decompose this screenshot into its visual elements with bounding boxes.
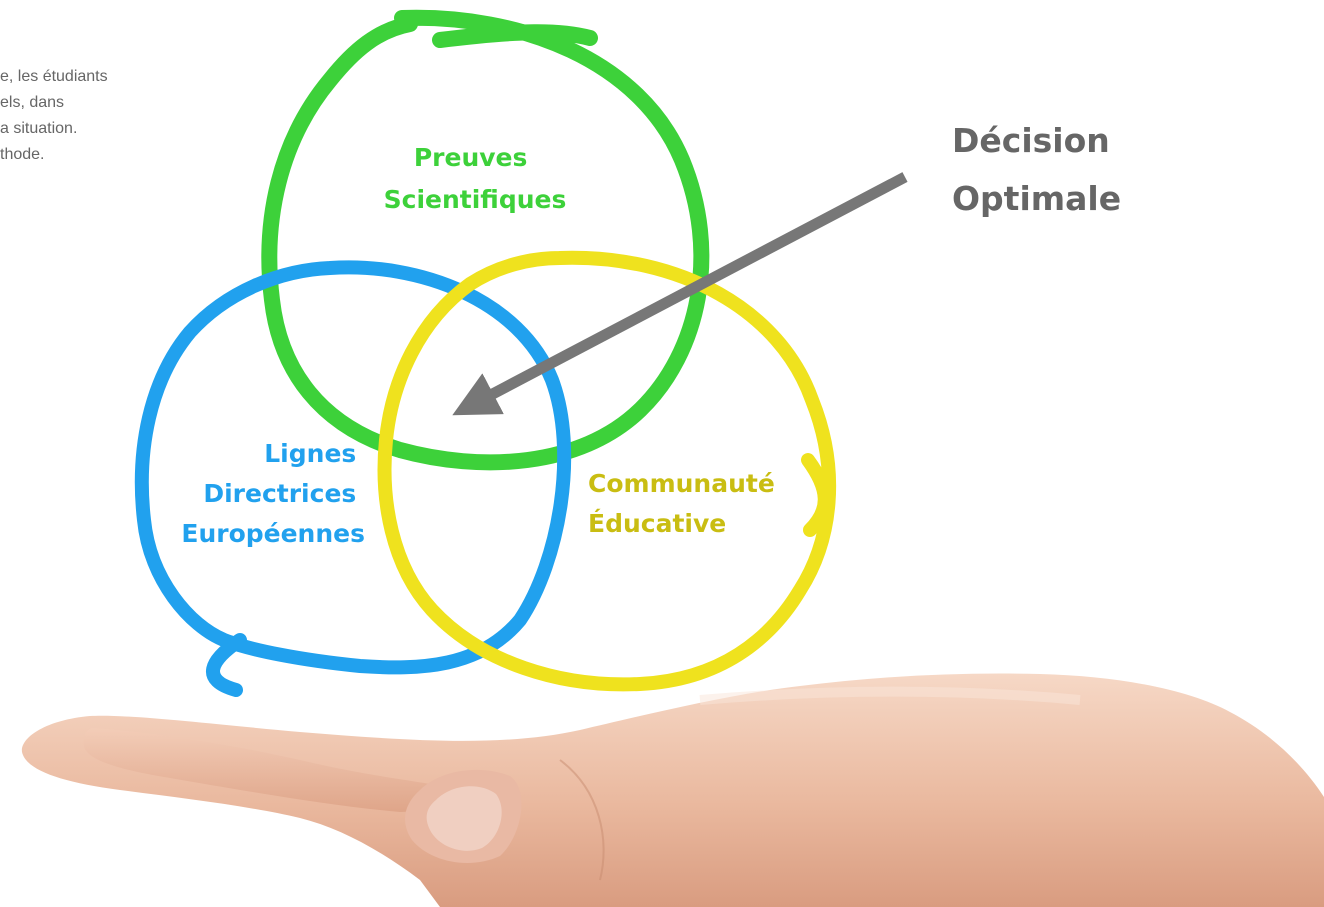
label-lignes: Lignes Directrices Européennes: [181, 439, 365, 548]
label-preuves: Preuves Scientifiques: [384, 143, 567, 214]
palm-crease: [559, 759, 605, 881]
label-decision-line: Optimale: [952, 179, 1121, 218]
finger-shape: [83, 728, 434, 812]
decision-arrow: [452, 172, 908, 416]
circle-lignes: [134, 260, 572, 697]
label-lignes-line: Directrices: [203, 479, 356, 508]
intro-line: a situation.: [0, 120, 78, 137]
hand-highlight: [699, 686, 1081, 705]
label-communaute-line: Éducative: [588, 509, 726, 538]
circle-preuves: [261, 9, 710, 471]
intro-line: thode.: [0, 146, 45, 163]
label-communaute: Communauté Éducative: [588, 469, 784, 538]
intro-line: e, les étudiants: [0, 68, 108, 85]
label-decision-line: Décision: [952, 121, 1110, 160]
label-preuves-line: Preuves: [414, 143, 528, 172]
palm-shape: [21, 673, 1324, 907]
thumbnail-shape: [426, 786, 502, 851]
label-communaute-line: Communauté: [588, 469, 775, 498]
intro-line: els, dans: [0, 94, 65, 111]
circle-communaute: [377, 250, 837, 692]
label-lignes-line: Lignes: [264, 439, 356, 468]
label-lignes-line: Européennes: [181, 519, 365, 548]
label-preuves-line: Scientifiques: [384, 185, 567, 214]
hand-image: [21, 673, 1324, 907]
label-decision: Décision Optimale: [952, 121, 1121, 218]
intro-paragraph: e, les étudiants els, dans a situation. …: [0, 64, 175, 168]
